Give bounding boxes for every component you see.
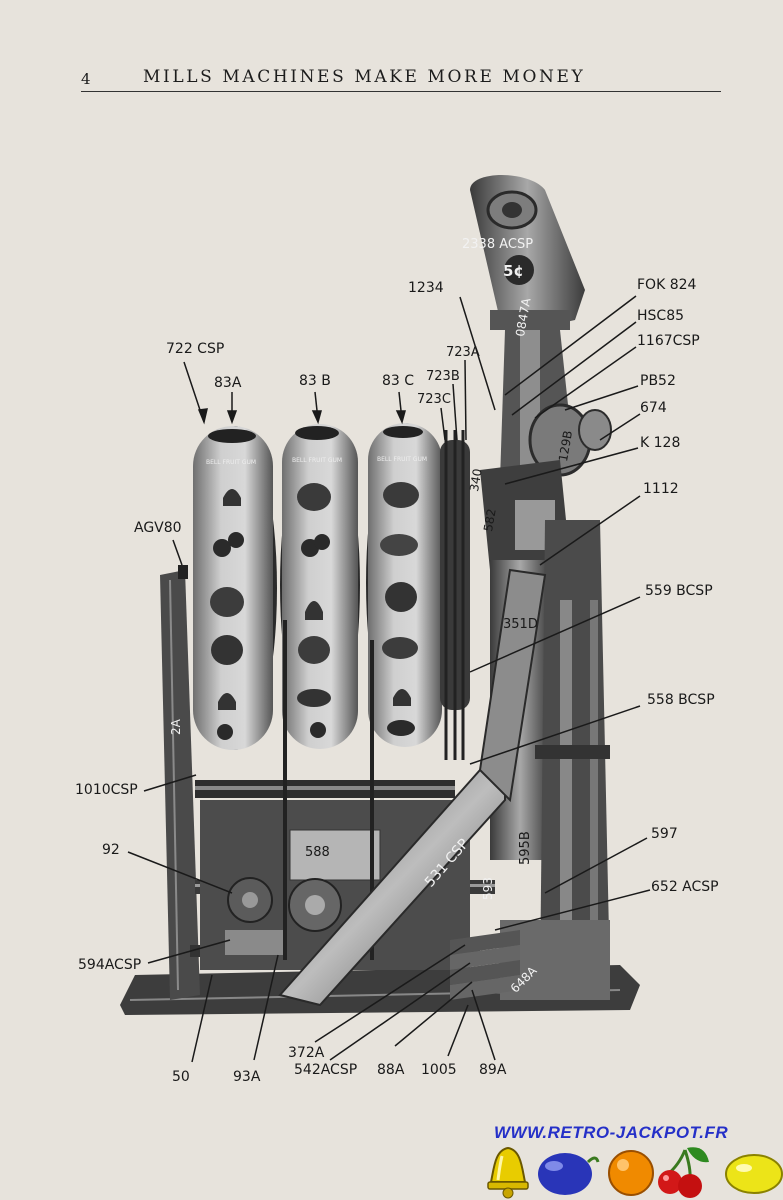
callout-723c: 723C bbox=[417, 392, 451, 407]
callout-agv80: AGV80 bbox=[134, 520, 182, 536]
callout-pb52: PB52 bbox=[640, 373, 676, 389]
reel-2 bbox=[280, 424, 360, 749]
callout-723a: 723A bbox=[446, 345, 480, 360]
coin-value-marking: 5¢ bbox=[503, 262, 524, 280]
callout-hsc85: HSC85 bbox=[637, 308, 685, 324]
page-title: MILLS MACHINES MAKE MORE MONEY bbox=[143, 67, 586, 87]
reel-3-brand: BELL FRUIT GUM bbox=[377, 456, 428, 463]
coin-chute-531csp bbox=[278, 568, 547, 1007]
part-588: 588 bbox=[305, 845, 330, 860]
callout-723b: 723B bbox=[426, 369, 460, 384]
part-2a: 2A bbox=[169, 719, 183, 735]
page-number: 4 bbox=[81, 70, 92, 88]
callout-594acsp: 594ACSP bbox=[78, 957, 142, 973]
plum-icon bbox=[538, 1153, 600, 1195]
lemon-icon bbox=[725, 1154, 783, 1194]
part-593: 593 bbox=[481, 877, 495, 900]
callout-558bcsp: 558 BCSP bbox=[647, 692, 715, 708]
callout-652acsp: 652 ACSP bbox=[651, 879, 719, 895]
callout-83a: 83A bbox=[214, 375, 242, 391]
callout-372a: 372A bbox=[288, 1045, 325, 1061]
part-351d: 351D bbox=[503, 617, 538, 632]
callout-1010csp: 1010CSP bbox=[75, 782, 138, 798]
fruit-icons bbox=[487, 1146, 783, 1199]
callout-93a: 93A bbox=[233, 1069, 261, 1085]
orange-icon bbox=[608, 1150, 654, 1196]
payout-slides bbox=[450, 930, 520, 1000]
cherries-icon bbox=[658, 1147, 709, 1198]
bell-icon bbox=[487, 1146, 529, 1199]
callout-92: 92 bbox=[102, 842, 120, 858]
leader-lines bbox=[127, 295, 651, 1063]
callout-2338acsp: 2338 ACSP bbox=[462, 237, 534, 252]
callout-1234: 1234 bbox=[408, 280, 444, 296]
callout-83c: 83 C bbox=[382, 373, 415, 389]
callout-1167csp: 1167CSP bbox=[637, 333, 700, 349]
website-watermark: WWW.RETRO-JACKPOT.FR bbox=[494, 1123, 729, 1142]
callout-542acsp: 542ACSP bbox=[294, 1062, 358, 1078]
callout-88a: 88A bbox=[377, 1062, 405, 1078]
callout-50: 50 bbox=[172, 1069, 190, 1085]
callout-k128: K 128 bbox=[640, 435, 681, 451]
callout-fok824: FOK 824 bbox=[637, 277, 697, 293]
callout-674: 674 bbox=[640, 400, 667, 416]
callout-83b: 83 B bbox=[299, 373, 331, 389]
header-rule bbox=[81, 91, 721, 92]
reel-1-brand: BELL FRUIT GUM bbox=[206, 459, 257, 466]
lower-mechanism bbox=[200, 800, 470, 970]
callout-89a: 89A bbox=[479, 1062, 507, 1078]
reel-discs bbox=[283, 430, 470, 960]
reel-2-brand: BELL FRUIT GUM bbox=[292, 457, 343, 464]
frame-2a bbox=[160, 565, 200, 1000]
callout-1112: 1112 bbox=[643, 481, 679, 497]
callout-559bcsp: 559 BCSP bbox=[645, 583, 713, 599]
part-595b: 595B bbox=[518, 831, 533, 865]
reel-3 bbox=[366, 423, 446, 747]
callout-1005: 1005 bbox=[421, 1062, 457, 1078]
callout-722csp: 722 CSP bbox=[166, 341, 225, 357]
reel-1 bbox=[193, 426, 277, 750]
callout-597: 597 bbox=[651, 826, 678, 842]
